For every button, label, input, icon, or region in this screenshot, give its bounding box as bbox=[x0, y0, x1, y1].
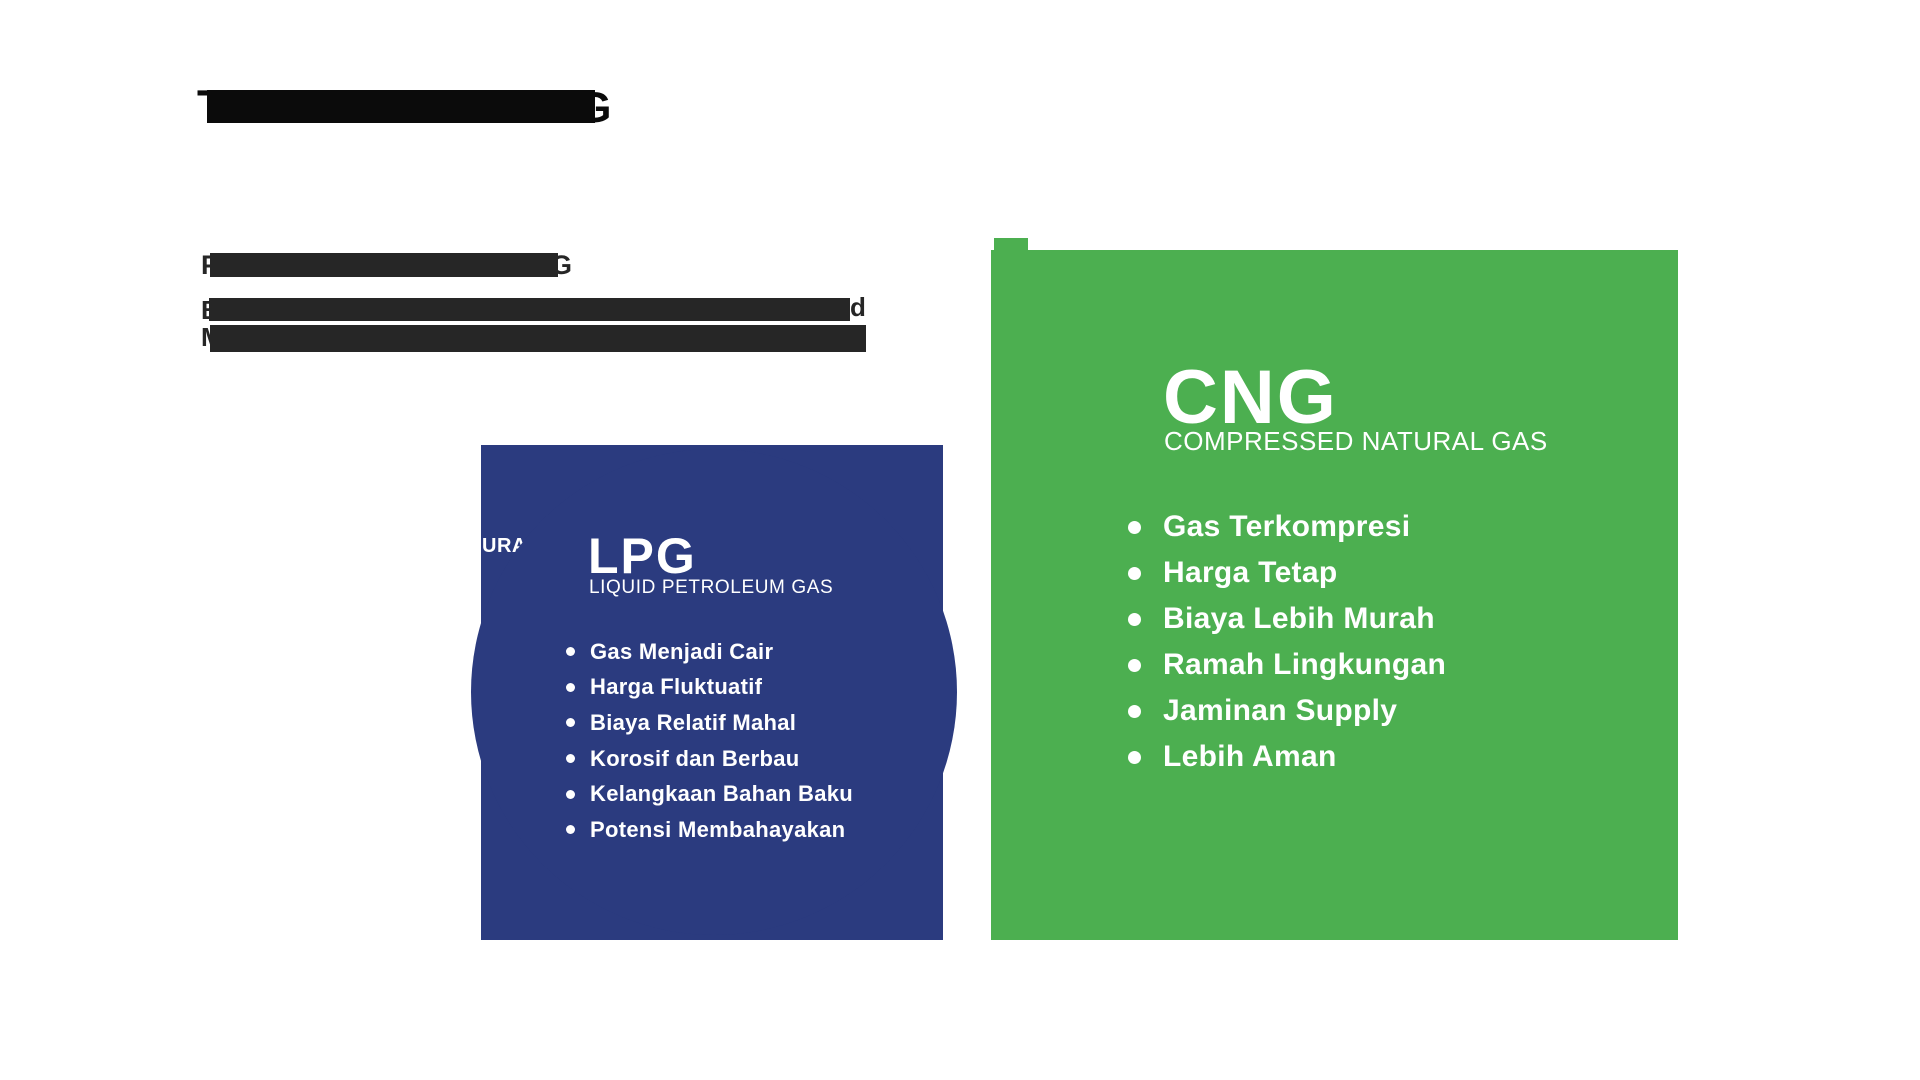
bullet-dot-icon bbox=[1128, 658, 1141, 672]
lpg-bullet-list: Gas Menjadi Cair Harga Fluktuatif Biaya … bbox=[566, 634, 853, 848]
list-item: Lebih Aman bbox=[1128, 734, 1446, 780]
cng-bullet-text: Jaminan Supply bbox=[1163, 694, 1398, 727]
cng-card bbox=[991, 250, 1678, 940]
bullet-dot-icon bbox=[566, 825, 575, 835]
list-item: Ramah Lingkungan bbox=[1128, 642, 1446, 688]
cng-card-top-tab bbox=[994, 238, 1028, 252]
lpg-bullet-text: Gas Menjadi Cair bbox=[590, 638, 774, 664]
bullet-dot-icon bbox=[1128, 566, 1141, 580]
lpg-circle bbox=[471, 449, 957, 935]
list-item: Potensi Membahayakan bbox=[566, 812, 853, 848]
list-item: Harga Fluktuatif bbox=[566, 670, 853, 706]
lpg-bullet-text: Potensi Membahayakan bbox=[590, 816, 846, 842]
body-line1-end-fragment: d bbox=[850, 292, 866, 322]
body-line1-redaction-bar bbox=[209, 298, 850, 321]
bullet-dot-icon bbox=[1128, 520, 1141, 534]
bullet-dot-icon bbox=[566, 682, 575, 692]
bullet-dot-icon bbox=[566, 754, 575, 764]
bullet-dot-icon bbox=[1128, 612, 1141, 626]
subtitle-redaction-bar bbox=[210, 253, 558, 277]
list-item: Biaya Lebih Murah bbox=[1128, 596, 1446, 642]
list-item: Harga Tetap bbox=[1128, 550, 1446, 596]
lpg-bullet-text: Korosif dan Berbau bbox=[590, 745, 800, 771]
bullet-dot-icon bbox=[1128, 704, 1141, 718]
cng-title: CNG bbox=[1163, 355, 1338, 440]
bullet-dot-icon bbox=[1128, 750, 1141, 764]
lpg-subtitle: LIQUID PETROLEUM GAS bbox=[589, 577, 834, 598]
list-item: Gas Terkompresi bbox=[1128, 504, 1446, 550]
cng-bullet-text: Biaya Lebih Murah bbox=[1163, 602, 1435, 635]
list-item: Gas Menjadi Cair bbox=[566, 634, 853, 670]
lpg-bullet-text: Harga Fluktuatif bbox=[590, 674, 763, 700]
body-line2-redaction-bar bbox=[210, 325, 866, 352]
bullet-dot-icon bbox=[566, 718, 575, 728]
lpg-bullet-text: Kelangkaan Bahan Baku bbox=[590, 781, 854, 807]
cng-bullet-text: Lebih Aman bbox=[1163, 740, 1337, 773]
cng-bullet-text: Harga Tetap bbox=[1163, 556, 1338, 589]
bullet-dot-icon bbox=[566, 647, 575, 657]
lpg-title: LPG bbox=[588, 528, 697, 584]
cng-bullet-text: Ramah Lingkungan bbox=[1163, 648, 1447, 681]
list-item: Jaminan Supply bbox=[1128, 688, 1446, 734]
list-item: Kelangkaan Bahan Baku bbox=[566, 776, 853, 812]
list-item: Biaya Relatif Mahal bbox=[566, 705, 853, 741]
cng-bullet-text: Gas Terkompresi bbox=[1163, 510, 1411, 543]
lpg-bullet-text: Biaya Relatif Mahal bbox=[590, 709, 797, 735]
cng-bullet-list: Gas Terkompresi Harga Tetap Biaya Lebih … bbox=[1128, 504, 1446, 780]
lpg-clipped-background-text: URA bbox=[482, 536, 523, 557]
title-redaction-bar bbox=[207, 90, 595, 123]
cng-subtitle: COMPRESSED NATURAL GAS bbox=[1164, 426, 1548, 456]
bullet-dot-icon bbox=[566, 789, 575, 799]
list-item: Korosif dan Berbau bbox=[566, 741, 853, 777]
